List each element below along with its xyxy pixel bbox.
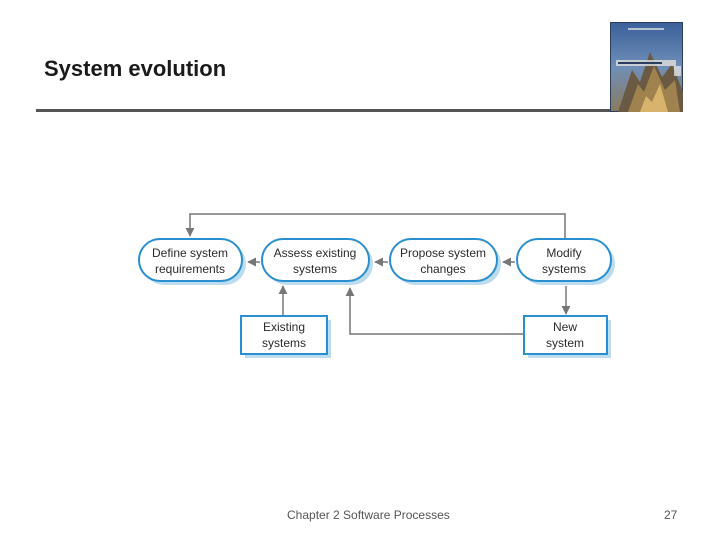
connector-feedback-loop bbox=[185, 213, 566, 240]
node-existing-line-2: systems bbox=[262, 336, 306, 350]
node-modify-line-1: Modify bbox=[546, 246, 581, 260]
node-new-line-1: New bbox=[553, 320, 577, 334]
title-divider bbox=[36, 109, 610, 112]
node-propose-system-changes: Propose system changes bbox=[389, 238, 501, 285]
node-modify-line-2: systems bbox=[542, 262, 586, 276]
node-existing-systems: Existing systems bbox=[240, 315, 331, 358]
node-assess-existing-systems: Assess existing systems bbox=[261, 238, 373, 285]
node-new-system: New system bbox=[523, 315, 611, 358]
node-assess-line-1: Assess existing bbox=[274, 246, 357, 260]
node-define-line-1: Define system bbox=[152, 246, 228, 260]
footer-chapter-title: Chapter 2 Software Processes bbox=[287, 508, 450, 522]
book-cover-image bbox=[610, 22, 683, 112]
node-modify-systems: Modify systems bbox=[516, 238, 615, 285]
node-existing-line-1: Existing bbox=[263, 320, 305, 334]
node-define-system-requirements: Define system requirements bbox=[138, 238, 246, 285]
node-propose-line-2: changes bbox=[420, 262, 465, 276]
page-number: 27 bbox=[664, 508, 678, 522]
node-new-line-2: system bbox=[546, 336, 584, 350]
node-assess-line-2: systems bbox=[293, 262, 337, 276]
arrow-new-to-assess bbox=[345, 287, 524, 335]
slide-title: System evolution bbox=[44, 56, 227, 81]
node-define-line-2: requirements bbox=[155, 262, 225, 276]
node-propose-line-1: Propose system bbox=[400, 246, 486, 260]
